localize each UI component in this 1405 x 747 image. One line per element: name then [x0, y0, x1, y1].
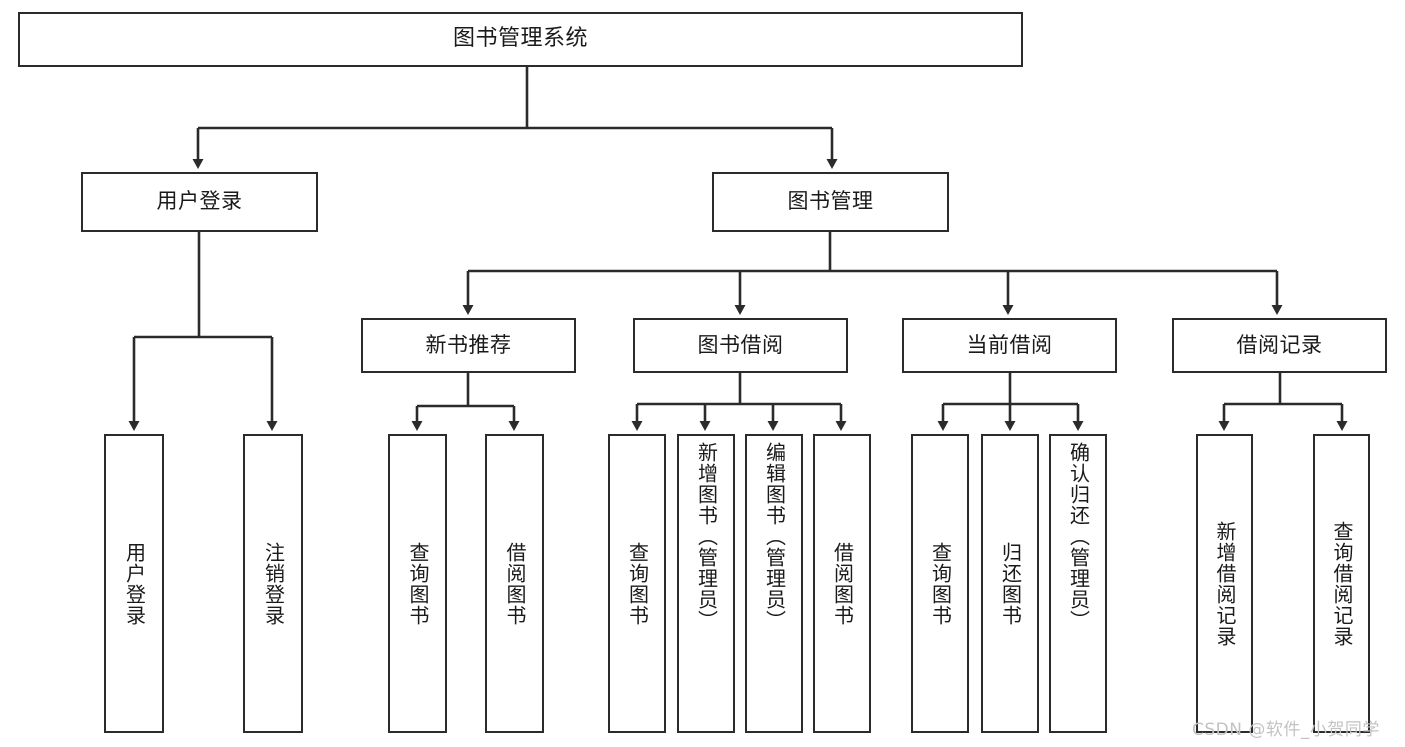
- node-user-login[interactable]: 用户登录: [81, 172, 318, 232]
- leaf-new-book-borrow[interactable]: 借阅图书: [485, 434, 544, 733]
- leaf-current-return-book[interactable]: 归还图书: [981, 434, 1039, 733]
- node-root-system[interactable]: 图书管理系统: [18, 12, 1023, 67]
- leaf-records-query-record[interactable]: 查询借阅记录: [1313, 434, 1370, 733]
- leaf-new-book-query[interactable]: 查询图书: [388, 434, 447, 733]
- leaf-borrow-add-book-admin[interactable]: 新增图书（管理员）: [677, 434, 735, 733]
- leaf-borrow-edit-book-admin[interactable]: 编辑图书（管理员）: [745, 434, 803, 733]
- node-borrow-records[interactable]: 借阅记录: [1172, 318, 1387, 373]
- node-book-management[interactable]: 图书管理: [712, 172, 949, 232]
- leaf-records-add-record[interactable]: 新增借阅记录: [1196, 434, 1253, 733]
- leaf-current-query-book[interactable]: 查询图书: [911, 434, 969, 733]
- node-new-book-recommend[interactable]: 新书推荐: [361, 318, 576, 373]
- leaf-current-confirm-return-admin[interactable]: 确认归还（管理员）: [1049, 434, 1107, 733]
- leaf-borrow-borrow-book[interactable]: 借阅图书: [813, 434, 871, 733]
- leaf-user-login-login[interactable]: 用户登录: [104, 434, 164, 733]
- csdn-watermark: CSDN @软件_小贺同学: [1192, 720, 1380, 740]
- node-book-borrow[interactable]: 图书借阅: [633, 318, 848, 373]
- node-current-borrow[interactable]: 当前借阅: [902, 318, 1117, 373]
- leaf-user-login-logout[interactable]: 注销登录: [243, 434, 303, 733]
- leaf-borrow-query-book[interactable]: 查询图书: [608, 434, 666, 733]
